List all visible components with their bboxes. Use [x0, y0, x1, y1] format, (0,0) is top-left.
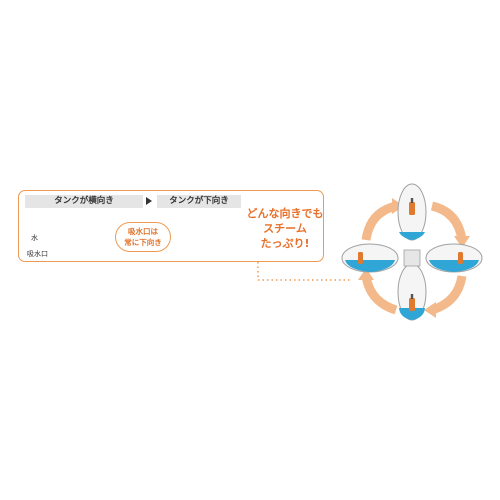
headline-line1: どんな向きでも	[246, 207, 324, 220]
step2-header: タンクが下向き	[157, 195, 241, 208]
tank-top-orientation	[397, 183, 427, 241]
pill-line2: 常に下向き	[124, 238, 162, 247]
explanation-callout: タンクが横向き タンクが下向き 水 吸水口 吸水口は 常に下向き どんな向きでも…	[18, 190, 324, 262]
headline: どんな向きでも スチーム たっぷり!	[244, 206, 326, 251]
center-hub	[403, 249, 421, 267]
pill-line1: 吸水口は	[128, 227, 158, 236]
headline-line3: たっぷり!	[260, 237, 310, 250]
step-arrow-icon	[146, 197, 152, 205]
tank-left-orientation	[341, 243, 399, 273]
intake-note-pill: 吸水口は 常に下向き	[115, 222, 171, 252]
tank-bottom-orientation	[397, 263, 427, 321]
label-water: 水	[31, 234, 38, 242]
dotted-connector	[257, 262, 350, 281]
step1-header: タンクが横向き	[25, 195, 143, 208]
label-intake: 吸水口	[27, 250, 48, 258]
headline-line2: スチーム	[263, 222, 307, 235]
rotation-arrows	[361, 201, 467, 315]
tank-right-orientation	[425, 243, 483, 273]
